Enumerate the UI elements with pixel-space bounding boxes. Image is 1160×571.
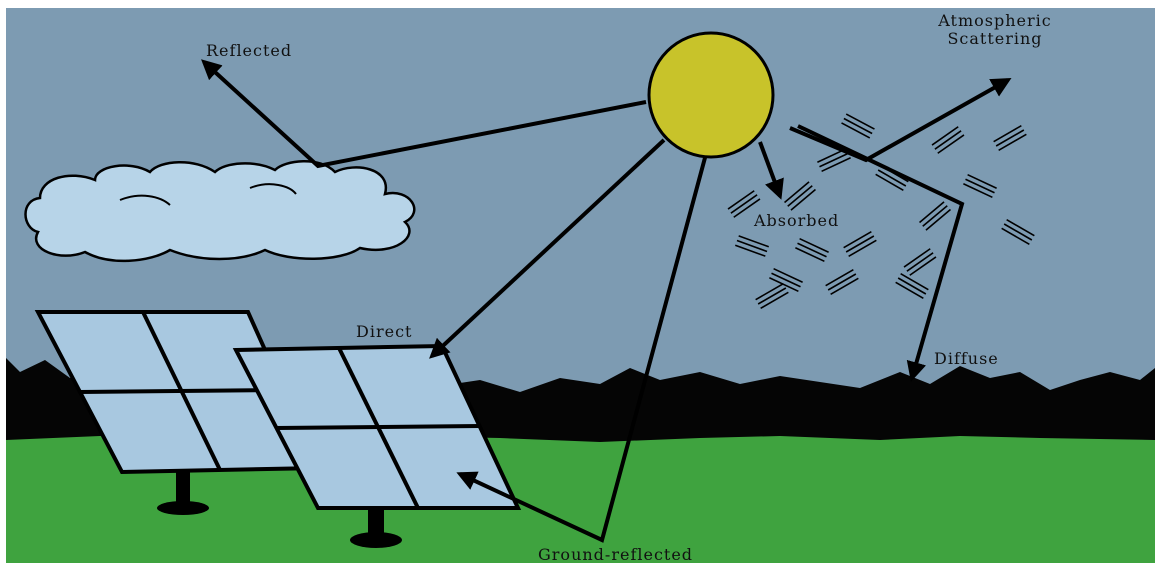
label-atmospheric: Atmospheric Scattering <box>920 12 1070 48</box>
label-atmospheric-line2: Scattering <box>920 30 1070 48</box>
panel-1-base <box>157 501 209 515</box>
label-ground-reflected: Ground-reflected <box>538 546 693 564</box>
label-diffuse: Diffuse <box>934 350 999 368</box>
label-atmospheric-line1: Atmospheric <box>920 12 1070 30</box>
label-direct: Direct <box>356 323 412 341</box>
label-absorbed: Absorbed <box>754 212 839 230</box>
label-reflected: Reflected <box>206 42 292 60</box>
panel-2-base <box>350 532 402 548</box>
sun <box>649 33 773 157</box>
cloud <box>26 161 415 261</box>
